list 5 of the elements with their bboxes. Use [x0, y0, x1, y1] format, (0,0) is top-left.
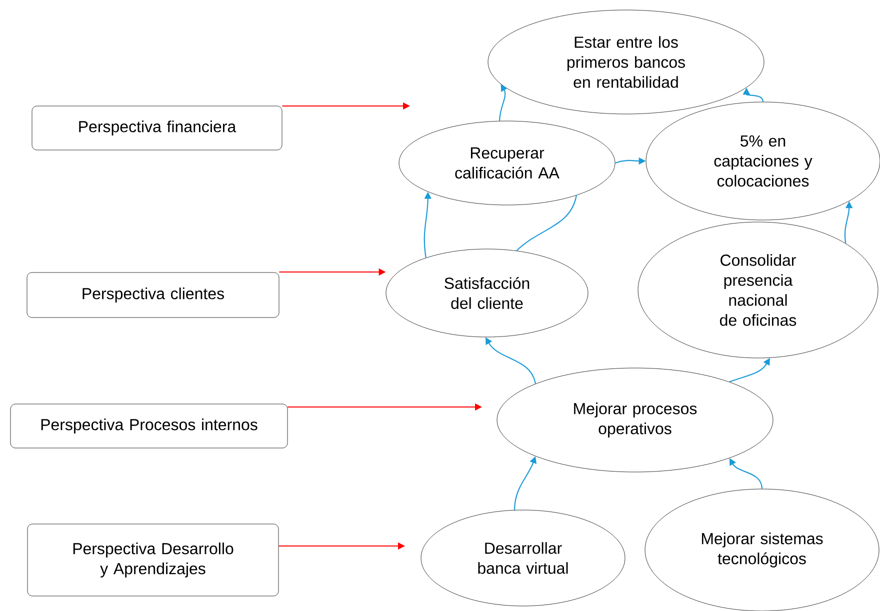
perspective-box: Perspectiva clientes	[26, 272, 280, 318]
perspective-box: Perspectiva financiera	[32, 106, 282, 150]
perspective-box: Perspectiva Procesos internos	[10, 404, 288, 448]
connector-line	[516, 195, 577, 252]
perspective-box: Perspectiva Desarrollo y Aprendizajes	[27, 524, 279, 596]
